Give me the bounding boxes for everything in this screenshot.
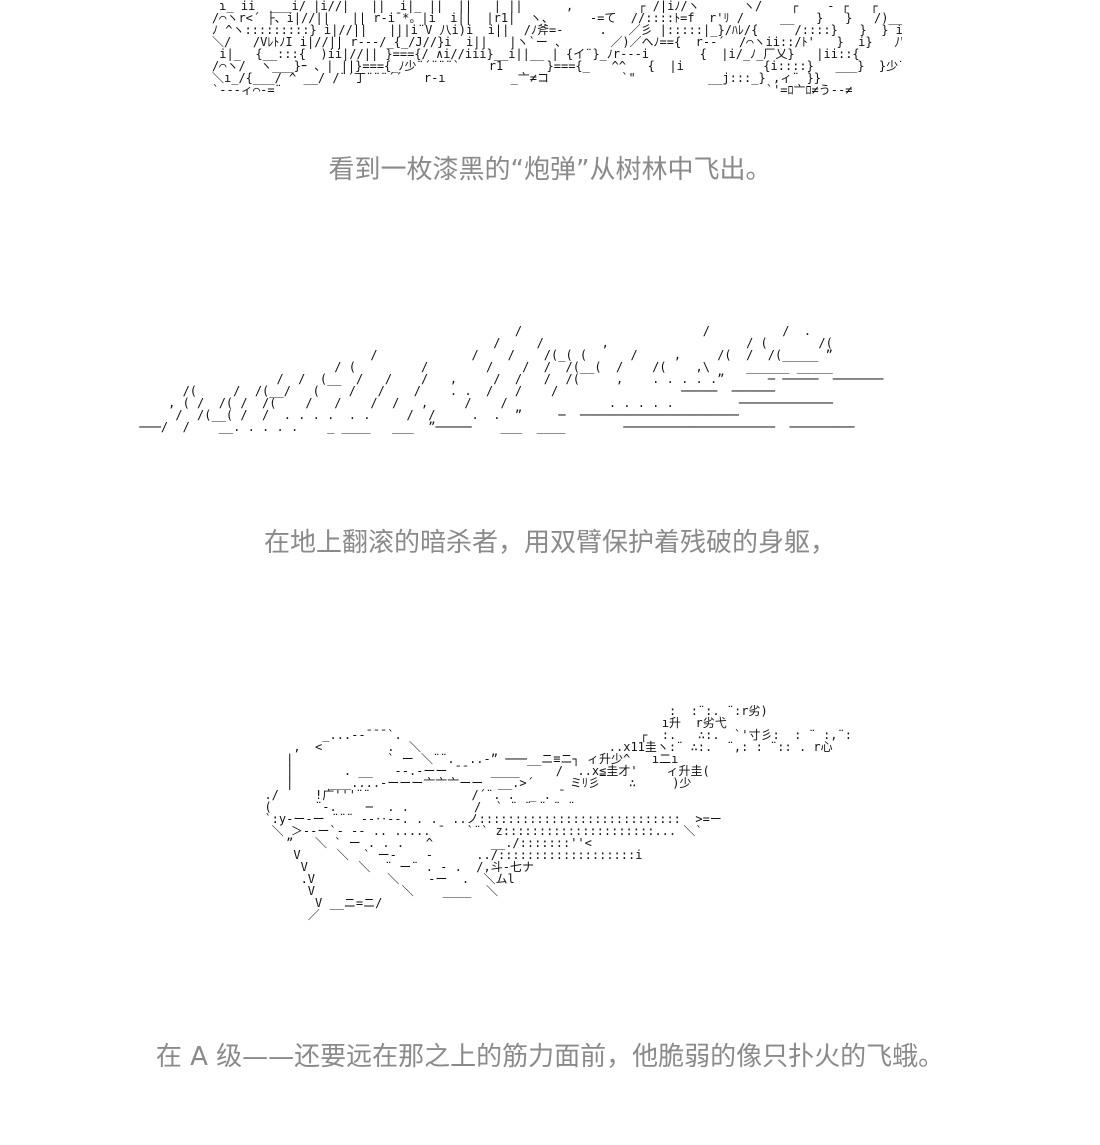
caption-1: 看到一枚漆黑的“炮弹”从树林中飞出。 xyxy=(328,155,772,185)
caption-2: 在地上翻滚的暗杀者，用双臂保护着残破的身躯， xyxy=(263,528,836,558)
ascii-art-clash: : :¨:. ¨:r劣) ı升 r劣弋 _...--¯¯¯`. ┌ :. ∴:.… xyxy=(264,705,852,922)
ascii-art-rolling-figure: / / / . / / , / ( /( / / / /(_ xyxy=(139,325,884,434)
ascii-art-forest-scene: ɿ_ ii ___i/ |i//| || i|_ || || | || , ┌ … xyxy=(212,0,902,97)
caption-3: 在 A 级——还要远在那之上的筋力面前，他脆弱的像只扑火的飞蛾。 xyxy=(155,1042,945,1072)
